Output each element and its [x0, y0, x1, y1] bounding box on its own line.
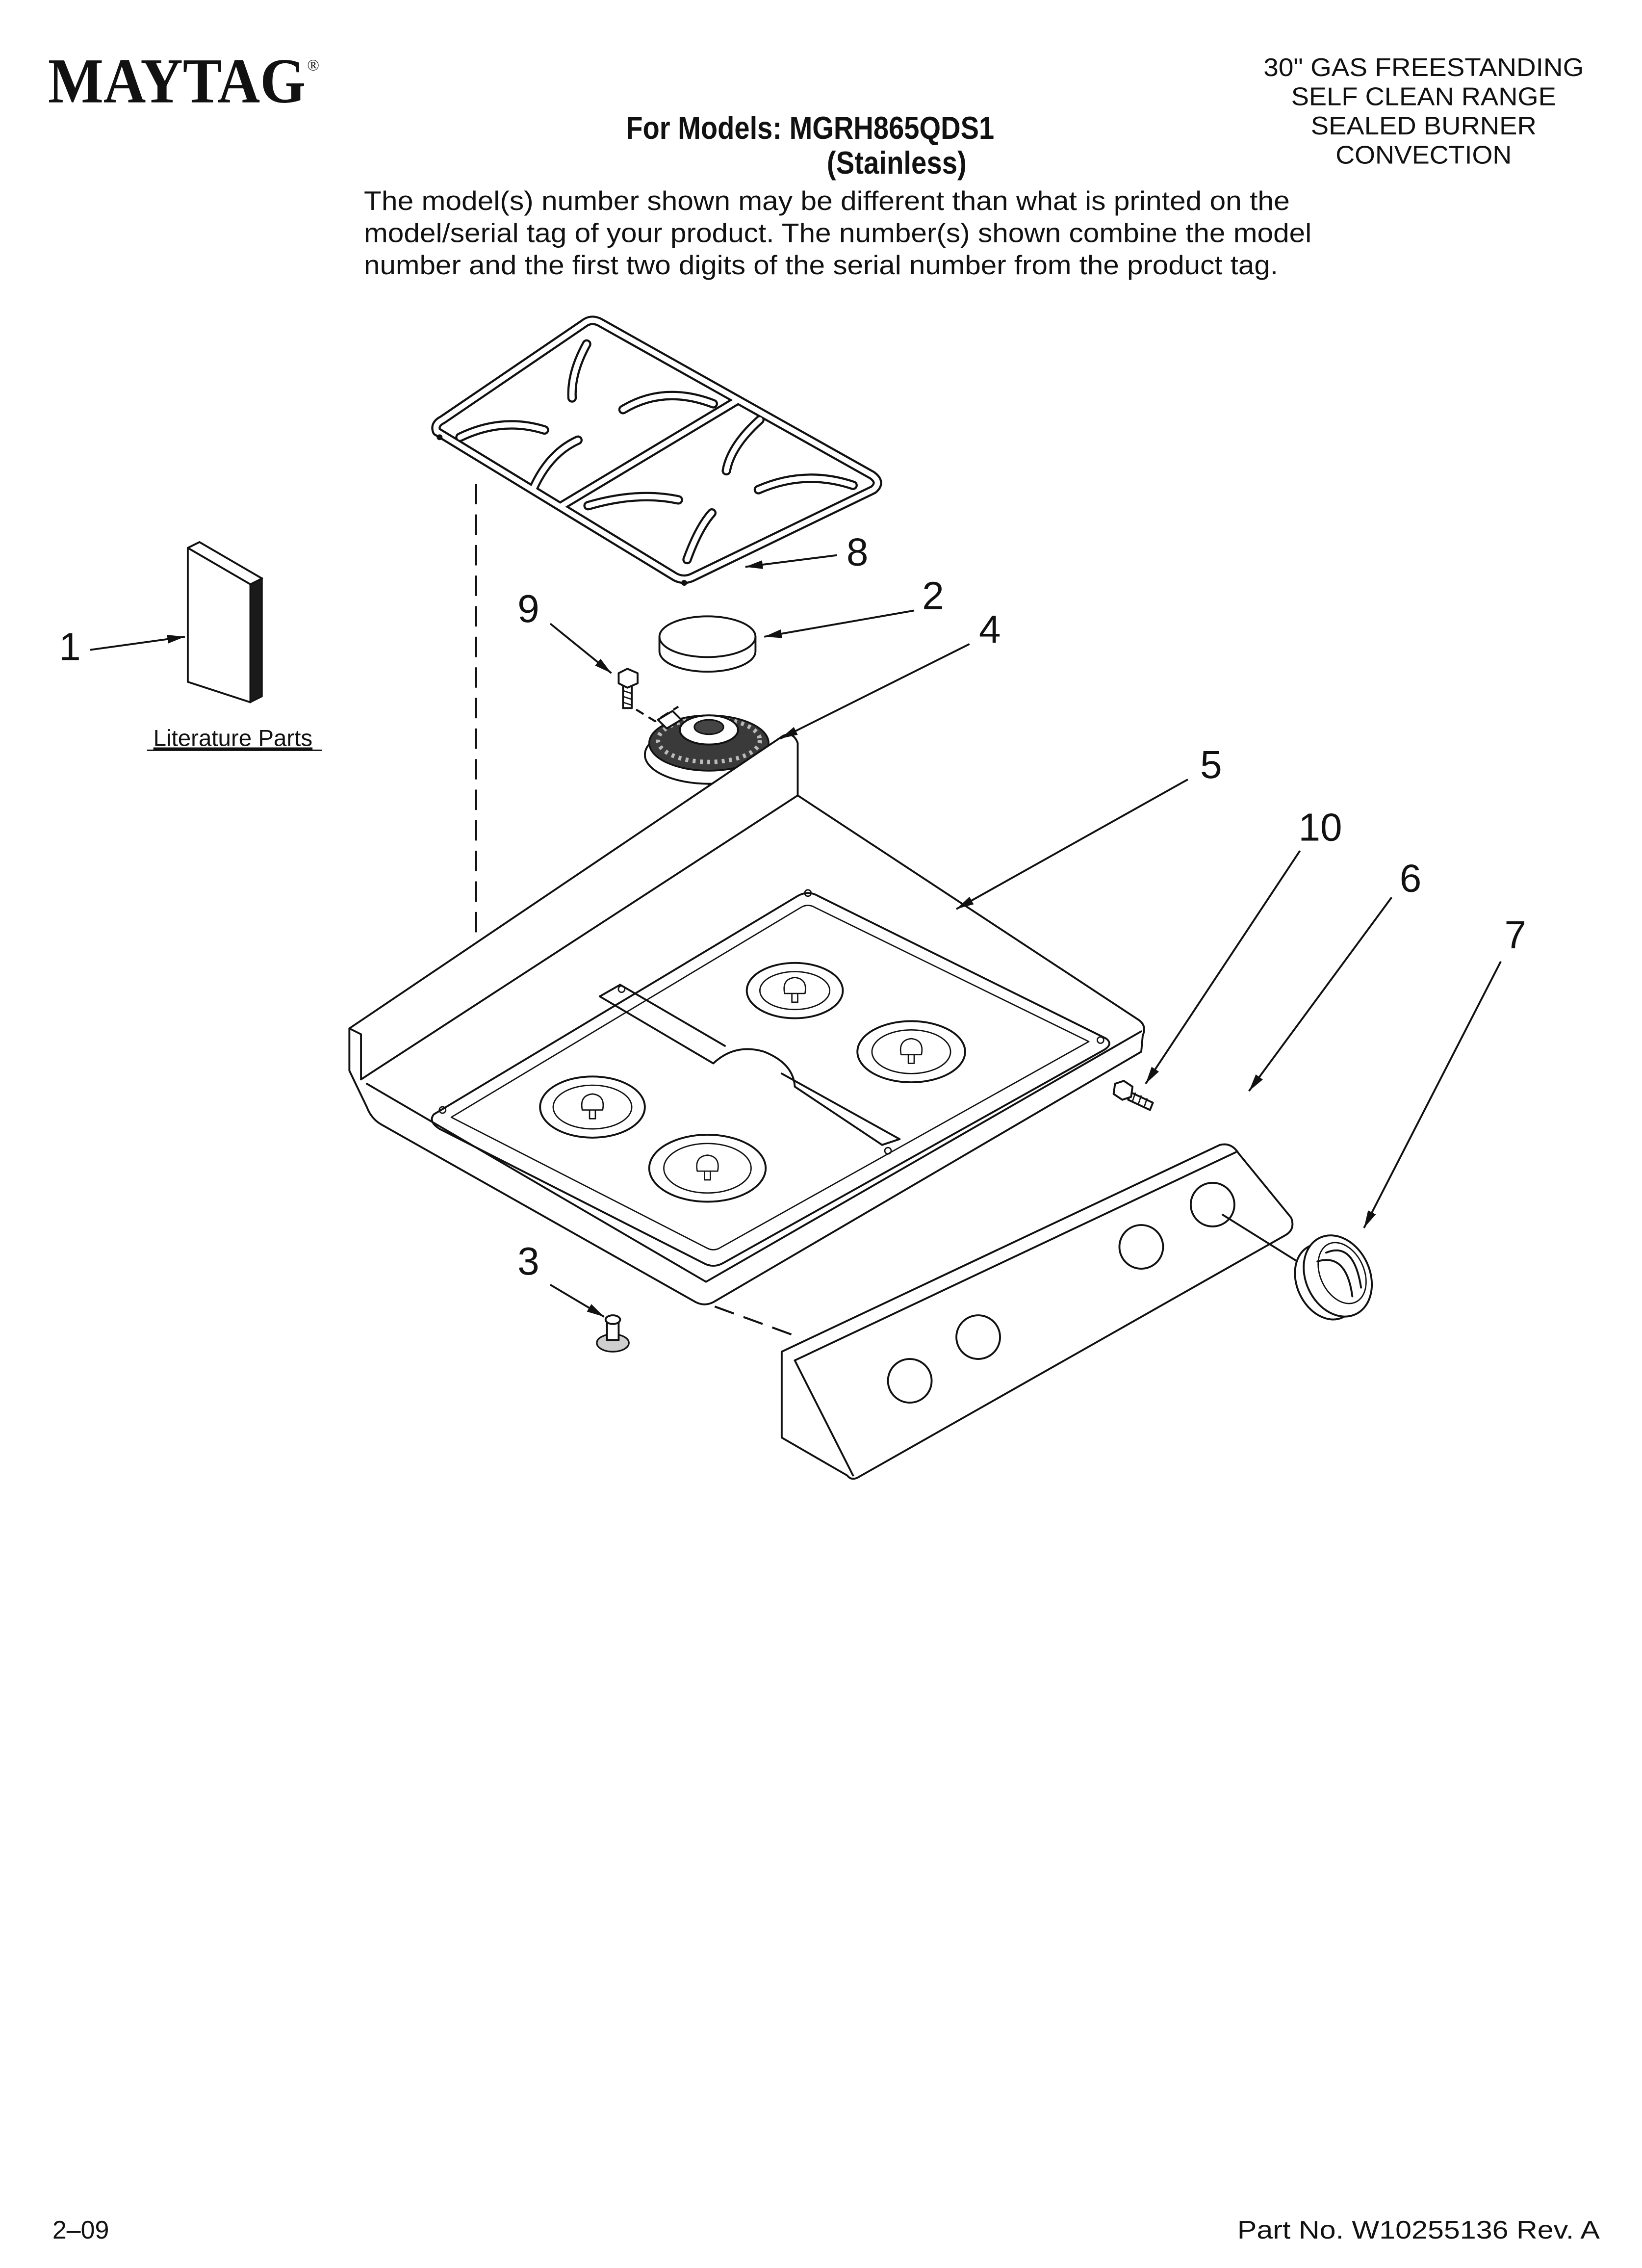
knob-face — [1317, 1242, 1367, 1304]
burner-pad-inner — [552, 1084, 633, 1130]
model-variant: (Stainless) — [827, 145, 967, 181]
product-line: CONVECTION — [1335, 141, 1512, 169]
literature-parts-label: Literature Parts — [154, 726, 313, 752]
knob-grip — [1316, 1249, 1362, 1298]
cooktop-screw-hole — [617, 985, 626, 993]
control-panel-left-edge — [794, 1359, 854, 1477]
leveling-foot-part-3 — [596, 1314, 630, 1353]
knob-body — [1303, 1234, 1373, 1318]
cooktop-center-rib-back — [619, 984, 901, 1140]
leader-arrow-7 — [1363, 961, 1502, 1228]
product-line: 30" GAS FREESTANDING — [1263, 53, 1584, 82]
screw-head — [1112, 1080, 1134, 1101]
knob-hole — [1118, 1224, 1164, 1270]
cooktop-screw-hole — [438, 1106, 447, 1114]
note-line: number and the first two digits of the s… — [364, 250, 1278, 280]
knob-hole — [887, 1358, 933, 1404]
callout-5: 5 — [1200, 742, 1222, 786]
leader-arrow-2 — [764, 609, 915, 638]
note-line: model/serial tag of your product. The nu… — [364, 218, 1311, 248]
grate-foot — [436, 434, 443, 441]
leader-arrow-8 — [745, 554, 837, 569]
cooktop-screw-hole — [884, 1147, 892, 1155]
leader-arrow-1 — [90, 634, 185, 651]
callout-3: 3 — [517, 1239, 539, 1283]
burner-pad-right-front — [856, 1020, 966, 1084]
screw-thread — [622, 690, 632, 706]
note-line: The model(s) number shown may be differe… — [364, 185, 1290, 216]
product-line: SEALED BURNER — [1311, 112, 1537, 140]
foot-head — [604, 1314, 621, 1325]
footer-part-number: Part No. W10255136 Rev. A — [1237, 2216, 1600, 2244]
knob-alignment-line — [1222, 1214, 1306, 1267]
cooktop-center-rib — [598, 995, 883, 1146]
model-number-note: The model(s) number shown may be differe… — [364, 185, 1311, 280]
burner-pad-keyhole — [581, 1093, 604, 1120]
maytag-logo: MAYTAG — [48, 46, 306, 117]
burner-pad-outer — [856, 1020, 966, 1084]
registered-mark: ® — [307, 56, 319, 74]
alignment-line-panel — [714, 1305, 795, 1337]
cooktop-part-5 — [348, 733, 1145, 1305]
backguard-end — [348, 1027, 362, 1081]
grate-foot — [681, 580, 687, 586]
callout-7: 7 — [1504, 912, 1526, 957]
burner-pad-outer — [539, 1075, 646, 1139]
burner-pad-inner — [759, 971, 831, 1011]
burner-pad-right-rear — [745, 962, 844, 1019]
product-line: SELF CLEAN RANGE — [1291, 83, 1556, 111]
knob-part-7 — [1294, 1234, 1373, 1321]
models-line: For Models: MGRH865QDS1 — [626, 110, 994, 146]
cooktop-screw-hole — [1097, 1036, 1104, 1044]
burner-port-ring — [656, 716, 762, 764]
burner-cap-top — [658, 615, 757, 658]
burner-pad-keyhole — [696, 1154, 719, 1181]
callout-6: 6 — [1400, 856, 1422, 900]
literature-book-part-1 — [186, 541, 263, 704]
control-panel-part-6 — [780, 1143, 1294, 1480]
screw-thread — [1131, 1092, 1148, 1108]
leader-arrow-10 — [1145, 850, 1301, 1085]
callout-4: 4 — [979, 607, 1001, 651]
knob-hole — [1189, 1182, 1235, 1227]
screw-part-9 — [617, 668, 639, 709]
burner-pad-left-rear — [539, 1075, 646, 1139]
burner-pad-left-front — [648, 1134, 767, 1203]
burner-pad-outer — [745, 962, 844, 1019]
cooktop-tray-inner — [450, 905, 1090, 1251]
cooktop-screw-hole — [804, 889, 812, 897]
knob-hole — [955, 1314, 1001, 1360]
backguard-base-edge — [360, 794, 799, 1081]
screw-part-10 — [1112, 1080, 1154, 1111]
alignment-line-screw — [635, 705, 679, 723]
leader-arrow-4 — [780, 643, 970, 740]
leader-arrow-5 — [956, 779, 1188, 910]
burner-pad-inner — [871, 1029, 951, 1074]
footer-date: 2–09 — [52, 2216, 109, 2244]
burner-pad-inner — [663, 1143, 752, 1194]
burner-pad-keyhole — [783, 977, 806, 1003]
callout-1: 1 — [59, 624, 81, 668]
burner-igniter-tab — [657, 710, 682, 730]
leader-arrow-3 — [549, 1284, 605, 1318]
burner-pad-keyhole — [899, 1038, 923, 1064]
leader-arrow-9 — [549, 623, 612, 674]
callout-8: 8 — [847, 529, 869, 574]
burner-center-hole — [693, 719, 724, 735]
burner-pad-outer — [648, 1134, 767, 1203]
control-panel-top-edge — [794, 1151, 1237, 1361]
grate-part-8 — [436, 320, 877, 586]
burner-cap-part-2 — [658, 615, 757, 673]
control-panel-outline — [780, 1143, 1294, 1480]
cooktop-rib-ends — [598, 984, 901, 1146]
book-spine — [250, 577, 263, 704]
leader-arrow-6 — [1248, 897, 1393, 1092]
callout-9: 9 — [517, 586, 539, 630]
callout-2: 2 — [922, 574, 944, 618]
callout-10: 10 — [1298, 805, 1342, 849]
product-description: 30" GAS FREESTANDING SELF CLEAN RANGE SE… — [1263, 53, 1584, 169]
screw-head — [617, 668, 639, 689]
